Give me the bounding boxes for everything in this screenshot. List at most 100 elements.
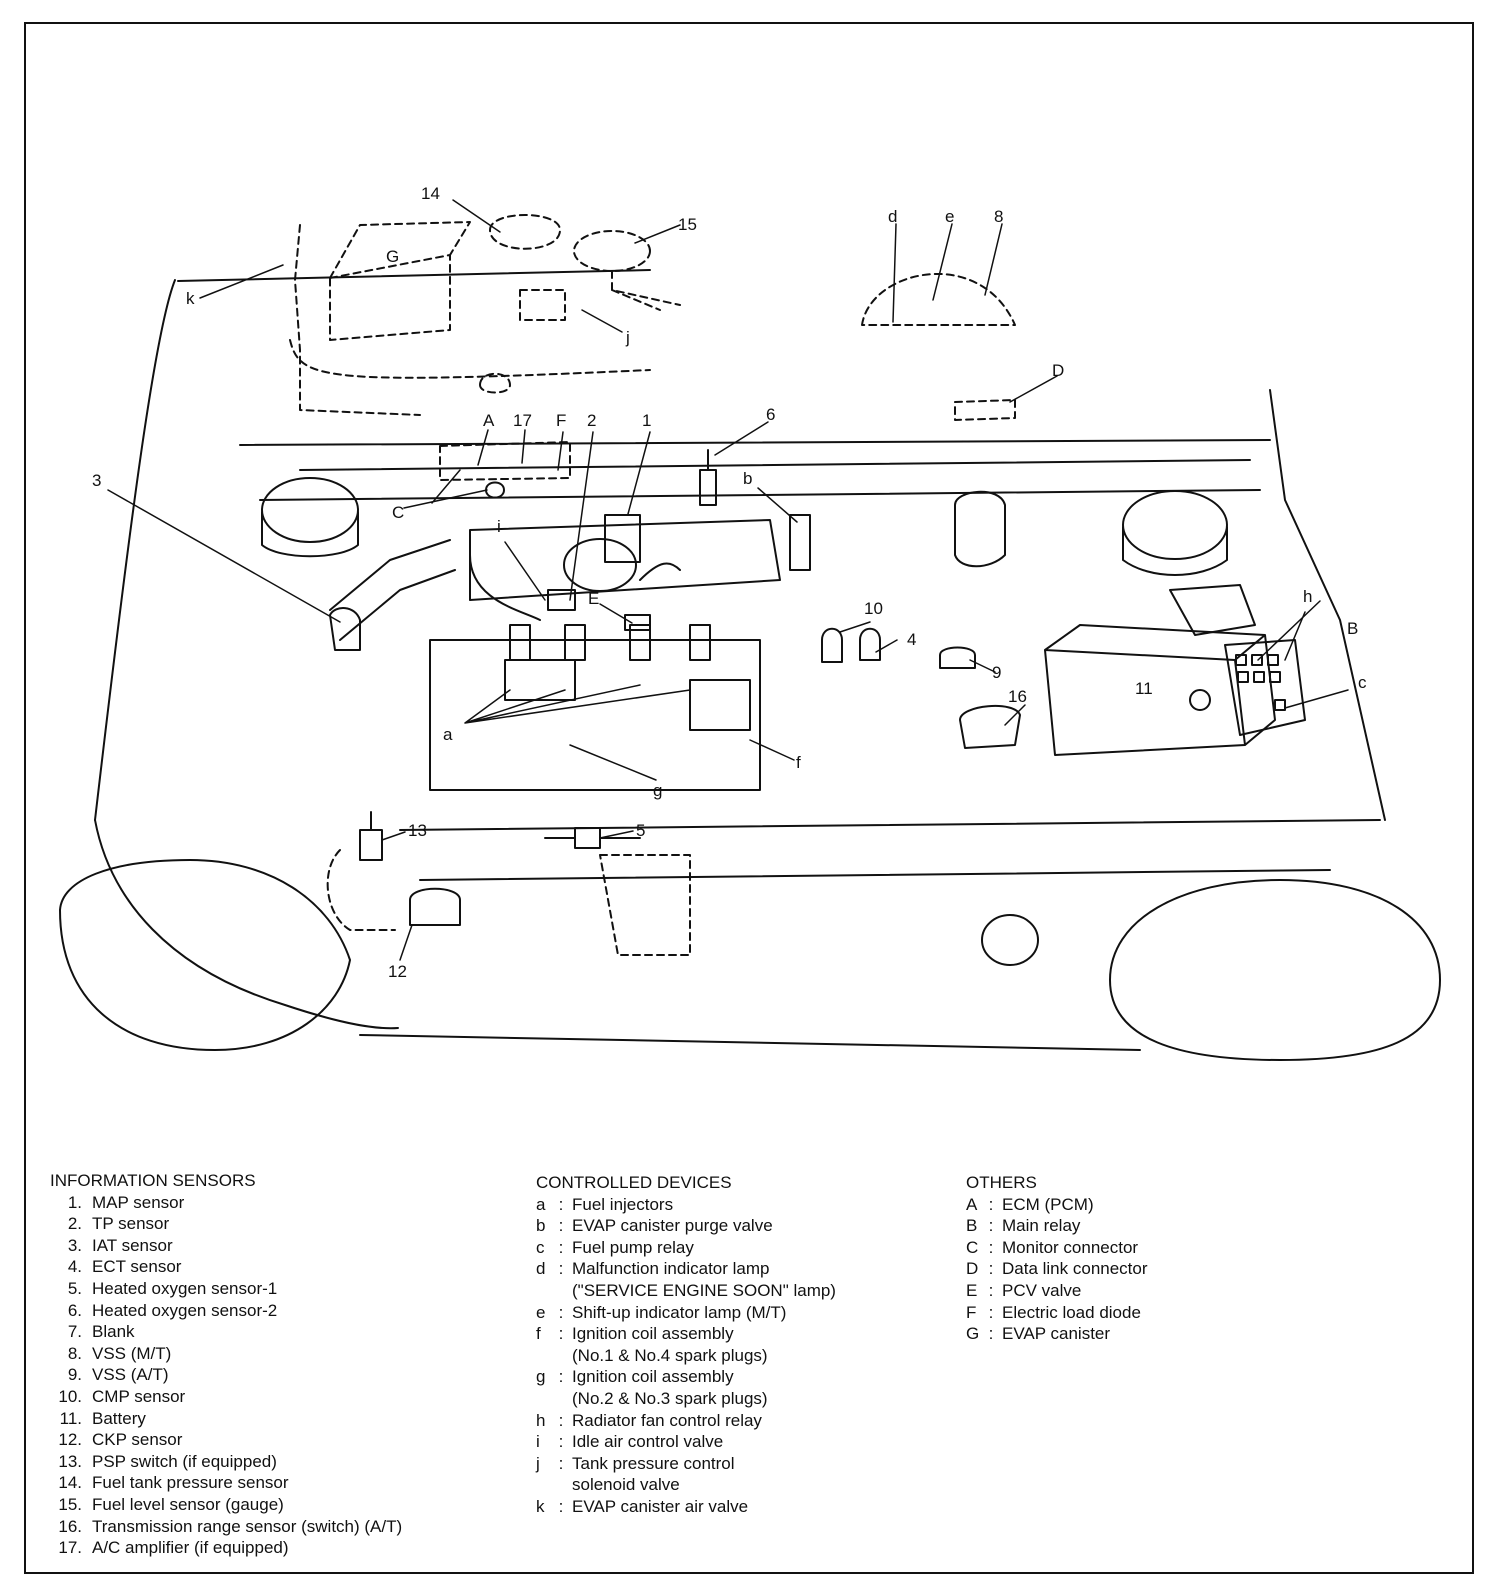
legend-item-key: 10.	[58, 1386, 82, 1406]
legend-item-continuation: (No.2 & No.3 spark plugs)	[572, 1388, 768, 1408]
purge-valve	[789, 514, 811, 571]
legend-item-continuation: ("SERVICE ENGINE SOON" lamp)	[572, 1280, 836, 1300]
engine-block	[429, 639, 761, 791]
legend-item: g:Ignition coil assembly	[536, 1366, 836, 1388]
legend-item-text: TP sensor	[92, 1214, 170, 1234]
callout-i: i	[497, 517, 501, 536]
legend-item-key: 16.	[58, 1516, 82, 1536]
legend-item: A:ECM (PCM)	[966, 1194, 1148, 1216]
front-bumper	[359, 819, 1381, 1051]
callout-2: 2	[587, 411, 596, 430]
fuel-tank-pressure-sensor	[489, 214, 561, 250]
legend-heading: OTHERS	[966, 1173, 1037, 1192]
callout-F: F	[556, 411, 566, 430]
legend-item-key: C	[966, 1237, 979, 1257]
legend-item-separator: :	[988, 1280, 994, 1300]
monitor-connector	[485, 481, 505, 499]
legend-item: h:Radiator fan control relay	[536, 1410, 836, 1432]
callout-j: j	[625, 328, 630, 347]
ecm-outline	[439, 441, 571, 481]
legend-item-separator: :	[988, 1302, 994, 1322]
legend-item-key: G	[966, 1324, 980, 1344]
intake-manifold	[469, 519, 781, 601]
ect-sensor	[859, 627, 881, 661]
legend-item: 10.CMP sensor	[50, 1386, 402, 1408]
legend-heading: CONTROLLED DEVICES	[536, 1173, 732, 1192]
legend-item-text: ECM (PCM)	[1002, 1194, 1094, 1214]
evap-canister	[329, 221, 471, 341]
legend-item-key: k	[536, 1496, 545, 1516]
callout-3: 3	[92, 471, 101, 490]
legend-item-text: VSS (M/T)	[92, 1343, 172, 1363]
legend-item-key: j	[536, 1453, 540, 1473]
legend-item-key: 2.	[67, 1214, 82, 1234]
legend-item: G:EVAP canister	[966, 1323, 1148, 1345]
callout-d: d	[888, 207, 897, 226]
legend-item-key: d	[536, 1259, 546, 1279]
legend-item-text: Monitor connector	[1002, 1237, 1139, 1257]
legend-item-key: f	[536, 1324, 541, 1344]
instrument-cluster	[861, 273, 1016, 326]
legend-item: a:Fuel injectors	[536, 1194, 836, 1216]
legend-item-key: 8.	[67, 1343, 82, 1363]
legend-item-continuation: (No.1 & No.4 spark plugs)	[572, 1345, 768, 1365]
engine-bay-diagram: 14 15 G k j d e 8 D A 17 F 2 1 6 3 C b i…	[59, 184, 1441, 1061]
radiator-support	[239, 439, 1271, 501]
relay-box	[1224, 639, 1306, 736]
legend-item-text: Blank	[92, 1322, 135, 1342]
legend-item: 1.MAP sensor	[50, 1192, 402, 1214]
transmission-range-sensor	[959, 704, 1021, 749]
legend-item-key: 7.	[67, 1322, 82, 1342]
callout-17: 17	[513, 411, 532, 430]
legend-item-text: Electric load diode	[1002, 1302, 1141, 1322]
legend-item-key: 9.	[67, 1365, 82, 1385]
legend-item-text: Radiator fan control relay	[572, 1410, 762, 1430]
map-sensor	[604, 514, 641, 563]
legend-item-text: Idle air control valve	[572, 1432, 724, 1452]
legend-item-text: EVAP canister purge valve	[572, 1216, 773, 1236]
legend-item: 16.Transmission range sensor (switch) (A…	[50, 1516, 402, 1538]
legend-item-text: Ignition coil assembly	[572, 1367, 734, 1387]
legend-item-key: 15.	[58, 1494, 82, 1514]
legend-item: 4.ECT sensor	[50, 1256, 402, 1278]
legend-item: d:Malfunction indicator lamp	[536, 1258, 836, 1280]
legend-item-key: 11.	[59, 1408, 82, 1428]
legend-item: f:Ignition coil assembly	[536, 1323, 836, 1345]
callout-g: g	[653, 781, 662, 800]
callout-6: 6	[766, 405, 775, 424]
legend-item-text: EVAP canister air valve	[572, 1496, 749, 1516]
legend-item-key: A	[966, 1194, 978, 1214]
right-strut-tower	[1122, 490, 1228, 560]
tank-pressure-solenoid	[519, 289, 566, 321]
legend-item: 17.A/C amplifier (if equipped)	[50, 1537, 402, 1559]
legend-item: k:EVAP canister air valve	[536, 1496, 836, 1518]
callout-C: C	[392, 503, 404, 522]
legend-item-text: EVAP canister	[1002, 1324, 1111, 1344]
legend-item: e:Shift-up indicator lamp (M/T)	[536, 1302, 836, 1324]
radiator-hose	[469, 554, 681, 621]
callout-D: D	[1052, 361, 1064, 380]
legend-item-separator: :	[558, 1453, 564, 1473]
legend-item-separator: :	[558, 1410, 564, 1430]
hood-outline	[94, 269, 1386, 821]
legend-item: 14.Fuel tank pressure sensor	[50, 1472, 402, 1494]
callout-b: b	[743, 469, 752, 488]
air-intake-hose	[329, 539, 456, 641]
legend-item-key: 3.	[67, 1235, 82, 1255]
legend-item-text: Data link connector	[1002, 1259, 1148, 1279]
ckp-sensor	[409, 887, 461, 926]
legend-item: b:EVAP canister purge valve	[536, 1215, 836, 1237]
legend-item-separator: :	[558, 1216, 564, 1236]
psp-switch	[359, 811, 383, 861]
callout-16: 16	[1008, 687, 1027, 706]
lower-dashed-box	[599, 854, 691, 956]
cmp-sensor	[821, 627, 843, 663]
legend-item: D:Data link connector	[966, 1258, 1148, 1280]
callout-11: 11	[1135, 679, 1153, 698]
legend-item-text: Fuel pump relay	[572, 1237, 694, 1257]
legend-item: 11.Battery	[50, 1408, 402, 1430]
legend-item-key: 13.	[58, 1451, 82, 1471]
callout-8: 8	[994, 207, 1003, 226]
legend-item-separator: :	[988, 1216, 994, 1236]
